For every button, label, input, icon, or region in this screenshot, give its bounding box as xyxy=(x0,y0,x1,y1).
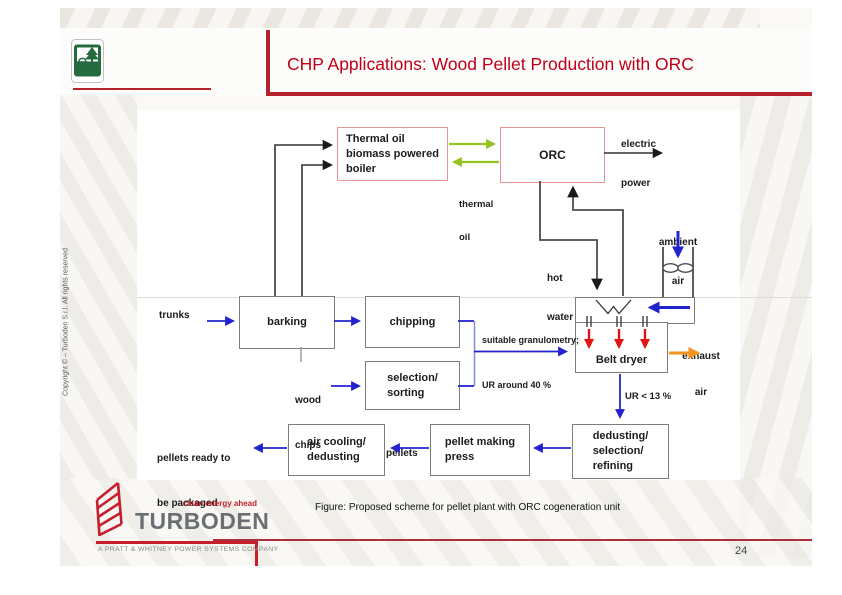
turboden-underline-corner xyxy=(255,541,258,566)
wood-chips-label: wood chips xyxy=(294,395,322,451)
logo-underline xyxy=(73,88,211,90)
air-cooling-box: air cooling/ dedusting xyxy=(288,424,385,476)
orc-label: ORC xyxy=(539,147,566,162)
trunks-label: trunks xyxy=(159,310,190,321)
watermark-stripes-bottom xyxy=(60,478,812,566)
cooling-label-line: dedusting xyxy=(307,451,360,463)
header-band xyxy=(60,28,812,95)
boiler-label-line: biomass powered xyxy=(346,147,439,160)
pellets-label: pellets xyxy=(386,448,418,459)
turboden-logo-icon xyxy=(88,479,132,544)
cooling-label-line: air cooling/ xyxy=(307,436,366,448)
press-label-line: pellet making xyxy=(444,436,516,448)
copyright-note: Copyright © – Turboden S.r.l. All rights… xyxy=(62,248,70,396)
exhaust-air-label: exhaust air xyxy=(682,351,720,398)
belt-dryer-label: Belt dryer xyxy=(595,354,648,366)
sorting-label-line: selection/ xyxy=(387,371,438,384)
turboden-company-line: A PRATT & WHITNEY POWER SYSTEMS COMPANY xyxy=(98,546,279,553)
boiler-label-line: boiler xyxy=(346,162,376,175)
press-label-line: press xyxy=(444,451,475,463)
figure-caption: Figure: Proposed scheme for pellet plant… xyxy=(315,502,621,513)
belt-dryer-box: Belt dryer xyxy=(575,322,668,373)
turboden-underline xyxy=(96,541,258,544)
thermal-oil-label: thermal oil xyxy=(459,199,494,243)
orc-box: ORC xyxy=(500,127,605,183)
granulometry-label: suitable granulometry; UR around 40 % xyxy=(482,335,580,390)
turboden-brand: TURBODEN xyxy=(135,508,270,534)
dedusting-box: dedusting/ selection/ refining xyxy=(572,424,669,479)
dedusting-label-line: selection/ xyxy=(592,445,644,457)
page-number: 24 xyxy=(735,545,748,557)
sorting-label-line: sorting xyxy=(387,386,425,399)
chipping-box: chipping xyxy=(365,296,460,348)
pellet-press-box: pellet making press xyxy=(430,424,530,476)
chipping-label: chipping xyxy=(389,315,436,328)
company-logo-icon xyxy=(71,39,104,83)
background-gridline xyxy=(137,297,812,298)
dedusting-label-line: refining xyxy=(592,460,634,472)
dedusting-label-line: dedusting/ xyxy=(592,430,649,442)
boiler-label-line: Thermal oil xyxy=(346,132,405,145)
electric-power-label: electric power xyxy=(621,139,657,189)
barking-label: barking xyxy=(267,316,307,328)
header-rule xyxy=(266,92,812,96)
watermark-stripes-left xyxy=(60,95,137,480)
turboden-tagline: clean energy ahead xyxy=(182,499,257,508)
ur13-label: UR < 13 % xyxy=(625,391,672,402)
footer-rule xyxy=(213,539,812,541)
sorting-box: selection/ sorting xyxy=(365,361,460,410)
page-title: CHP Applications: Wood Pellet Production… xyxy=(287,54,694,74)
boiler-box: Thermal oil biomass powered boiler xyxy=(337,127,448,181)
title-accent-bar xyxy=(266,30,270,93)
barking-box: barking xyxy=(239,296,335,349)
ambient-air-label: ambient air xyxy=(658,237,698,287)
pellets-ready-label: pellets ready to be packaged xyxy=(157,453,231,509)
